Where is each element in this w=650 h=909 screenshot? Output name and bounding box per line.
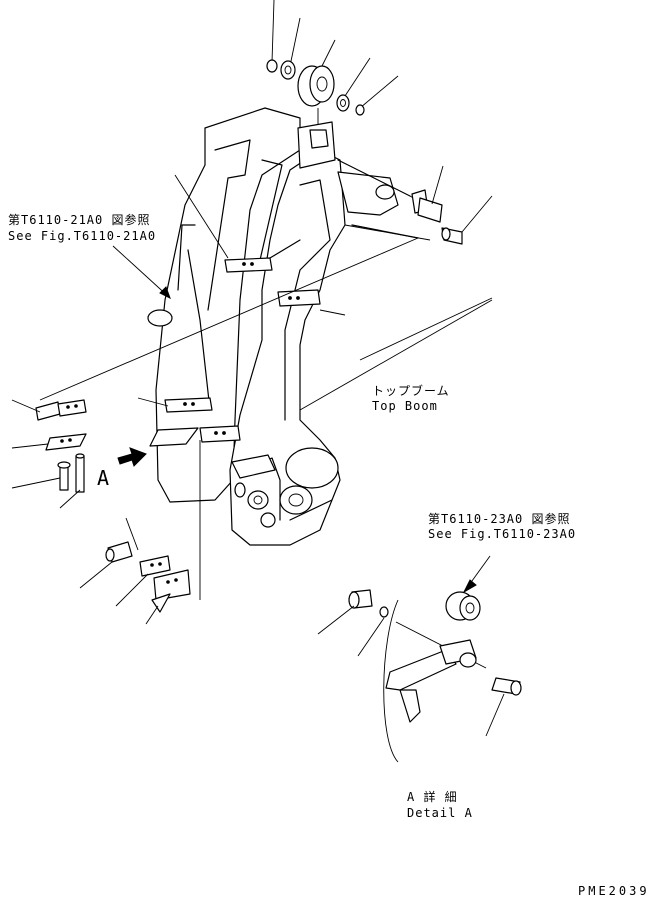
reference-label-jp-1: 第T6110-21A0 図参照 <box>8 213 151 227</box>
top-pulley-stack <box>266 0 399 130</box>
lower-left-hardware <box>79 517 191 625</box>
top-boom-label-jp: トップブーム <box>372 384 450 398</box>
top-boom-body <box>147 107 419 600</box>
top-boom-label-en: Top Boom <box>372 399 438 413</box>
reference-label-en-1: See Fig.T6110-21A0 <box>8 229 157 243</box>
detail-a-view <box>317 555 522 763</box>
drawing-number: PME2039 <box>578 884 650 898</box>
detail-a-label-en: Detail A <box>407 806 473 820</box>
view-a-marker: A <box>97 466 110 490</box>
left-hardware-parts <box>11 399 147 509</box>
extension-lines <box>39 174 493 411</box>
reference-label-en-2: See Fig.T6110-23A0 <box>428 527 577 541</box>
reference-label-jp-2: 第T6110-23A0 図参照 <box>428 512 571 526</box>
upper-right-pin-bolt <box>409 165 493 245</box>
detail-a-label-jp: A 詳 細 <box>407 790 458 804</box>
